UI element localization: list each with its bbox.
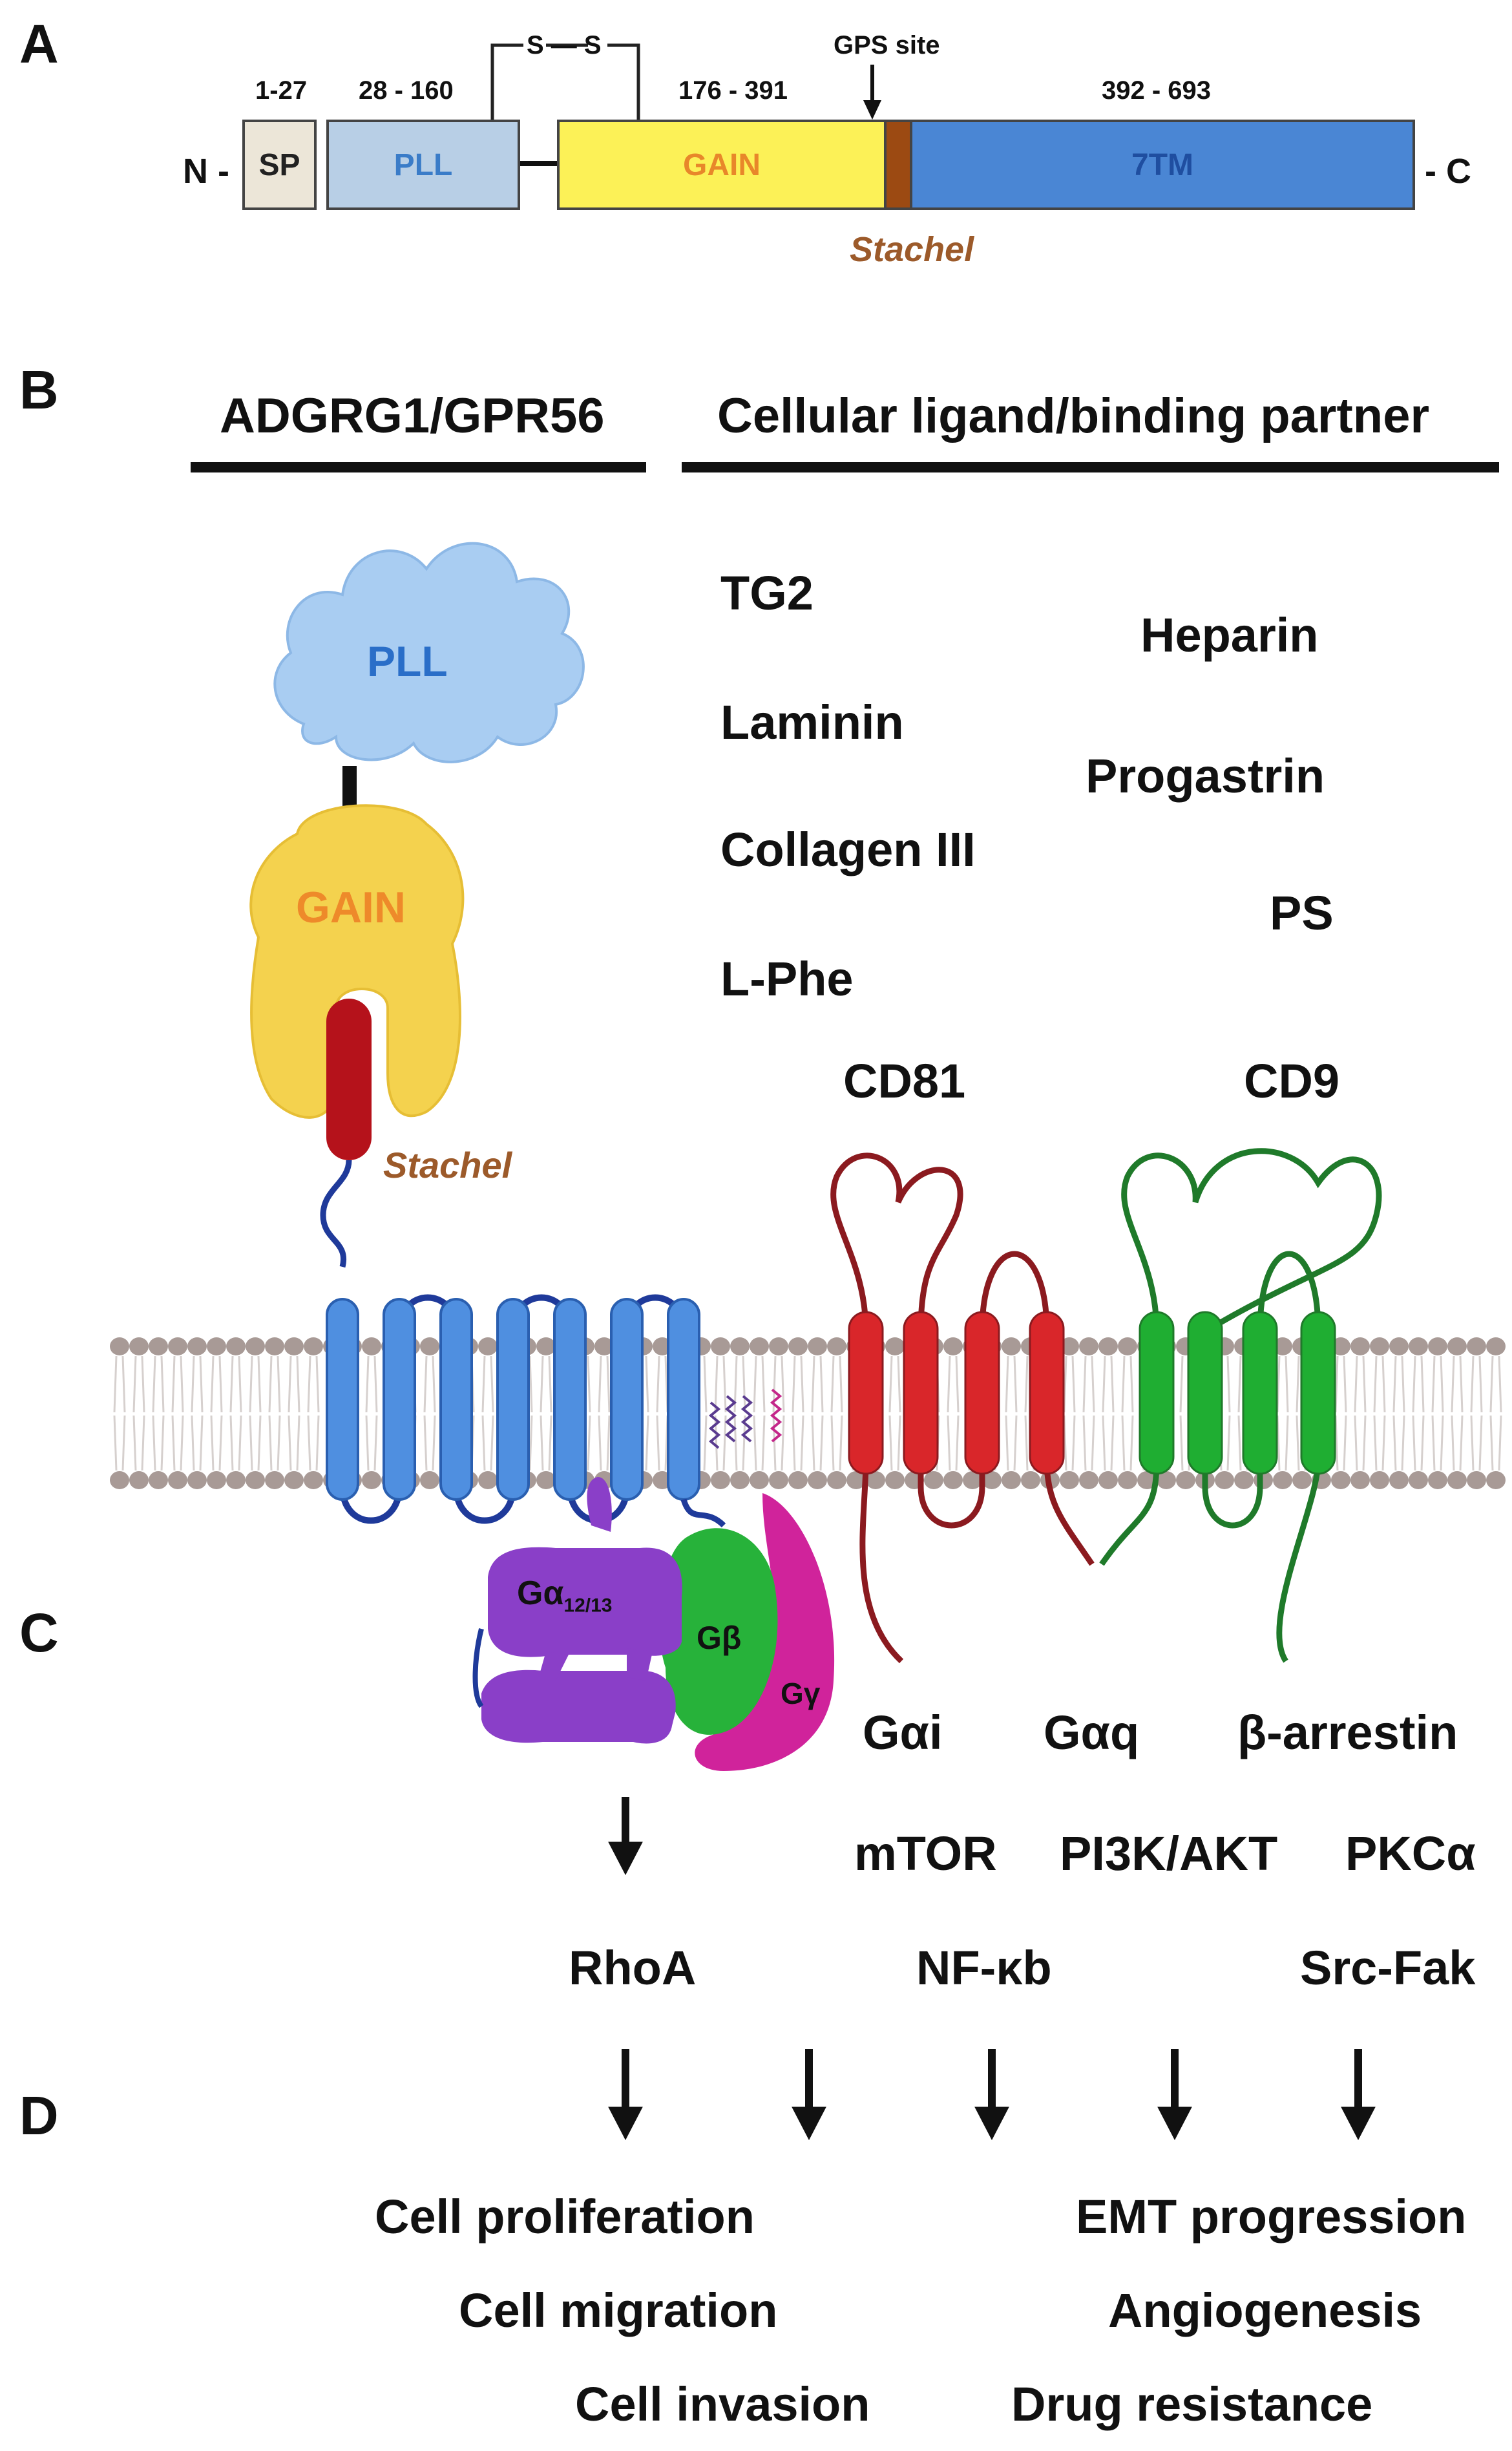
outcome-angiogenesis: Angiogenesis xyxy=(1108,2284,1422,2337)
tetraspanin-helix-1 xyxy=(1139,1311,1175,1475)
outcome-drug-resistance: Drug resistance xyxy=(1011,2377,1373,2431)
ligand-laminin: Laminin xyxy=(720,695,904,749)
ligand-collagen-iii: Collagen III xyxy=(720,823,976,876)
downstream-nf-kb: NF-κb xyxy=(916,1941,1052,1995)
pathway-pi3k-akt: PI3K/AKT xyxy=(1060,1827,1278,1880)
n-terminus-label: N - xyxy=(183,152,229,191)
segment-sp: SP xyxy=(242,120,317,210)
segment-stachel xyxy=(884,120,912,210)
arrow-galpha-rhoa-head xyxy=(608,1841,643,1876)
g-alpha-subunit xyxy=(472,1477,682,1744)
gain-label: GAIN xyxy=(296,883,406,932)
panel-label-a: A xyxy=(19,14,59,74)
gpr56-c-tail xyxy=(680,1498,726,1528)
outcome-emt-progression: EMT progression xyxy=(1076,2190,1467,2244)
gpr56-helix-6 xyxy=(610,1298,644,1501)
pathway-mtor: mTOR xyxy=(854,1827,997,1880)
ligand-tg2: TG2 xyxy=(720,566,814,620)
tetraspanin-helix-4 xyxy=(1300,1311,1336,1475)
cd9-tetraspanin xyxy=(1099,1148,1382,1663)
header-ligands: Cellular ligand/binding partner xyxy=(717,388,1430,443)
tetraspanin-helix-2 xyxy=(903,1311,939,1475)
gps-arrow-icon xyxy=(863,65,881,120)
cd81-tetraspanin xyxy=(830,1152,1095,1664)
linker-line xyxy=(520,161,559,166)
tetraspanin-helix-1 xyxy=(848,1311,884,1475)
panel-label-c: C xyxy=(19,1602,59,1663)
gpr56-helix-7 xyxy=(667,1298,700,1501)
gpr56-helix-5 xyxy=(553,1298,587,1501)
arrow-outcome-1-head xyxy=(608,2106,643,2141)
stachel-label: Stachel xyxy=(383,1145,512,1185)
range-label-pll: 28 - 160 xyxy=(359,76,454,105)
disulfide-bond xyxy=(490,43,640,120)
tetraspanin-loops xyxy=(830,1152,1095,1664)
stachel-helix xyxy=(326,999,372,1160)
arrow-outcome-5-head xyxy=(1341,2106,1376,2141)
ligand-heparin: Heparin xyxy=(1140,608,1319,662)
tetraspanin-helix-3 xyxy=(1242,1311,1278,1475)
tetraspanin-helix-3 xyxy=(964,1311,1000,1475)
outcome-cell-migration: Cell migration xyxy=(459,2284,778,2337)
tetraspanin-loops xyxy=(1099,1148,1382,1663)
g-alpha-label: Gα12/13 xyxy=(517,1574,613,1617)
tetraspanin-helix-4 xyxy=(1029,1311,1065,1475)
effector-gaq: Gαq xyxy=(1044,1706,1140,1759)
arrow-outcome-4-head xyxy=(1157,2106,1192,2141)
ligand-ps: PS xyxy=(1270,886,1334,940)
range-label-7tm: 392 - 693 xyxy=(1102,76,1212,105)
gpr56-helix-4 xyxy=(496,1298,530,1501)
panel-label-b: B xyxy=(19,359,59,420)
segment-pll: PLL xyxy=(326,120,520,210)
header-rule-right xyxy=(682,462,1499,472)
effector-beta-arrestin: β-arrestin xyxy=(1237,1706,1458,1759)
gain-domain xyxy=(249,804,465,1119)
segment-7tm: 7TM xyxy=(910,120,1415,210)
outcome-cell-proliferation: Cell proliferation xyxy=(375,2190,755,2244)
pathway-pkca: PKCα xyxy=(1345,1827,1476,1880)
stachel-map-label: Stachel xyxy=(850,230,974,269)
downstream-rhoa: RhoA xyxy=(569,1941,697,1995)
downstream-src-fak: Src-Fak xyxy=(1300,1941,1476,1995)
g-gamma-subunit xyxy=(695,1493,835,1771)
gpr56-helix-2 xyxy=(383,1298,416,1501)
gpr56-helix-3 xyxy=(439,1298,473,1501)
pll-label: PLL xyxy=(367,637,448,685)
g-gamma-label: Gγ xyxy=(781,1677,821,1710)
g-beta-subunit xyxy=(659,1528,778,1735)
arrow-outcome-3-head xyxy=(974,2106,1009,2141)
effector-gai: Gαi xyxy=(863,1706,943,1759)
cd9-label: CD9 xyxy=(1244,1054,1340,1108)
outcome-cell-invasion: Cell invasion xyxy=(575,2377,870,2431)
g-beta-label: Gβ xyxy=(697,1620,742,1656)
range-label-gain: 176 - 391 xyxy=(678,76,788,105)
gps-site-label: GPS site xyxy=(834,31,940,59)
cd81-label: CD81 xyxy=(843,1054,966,1108)
tetraspanin-helix-2 xyxy=(1187,1311,1223,1475)
pll-domain xyxy=(273,542,585,763)
pll-gain-linker xyxy=(342,766,357,814)
header-adgrg1: ADGRG1/GPR56 xyxy=(220,388,605,443)
arrow-outcome-2-head xyxy=(792,2106,826,2141)
lipid-bilayer xyxy=(110,1337,1506,1489)
panel-label-d: D xyxy=(19,2085,59,2146)
gpr56-7tm xyxy=(326,1294,726,1528)
lipid-anchors xyxy=(708,1388,782,1449)
header-rule-left xyxy=(191,462,646,472)
arrow-icons xyxy=(608,1797,1376,2141)
g-alpha-subscript: 12/13 xyxy=(563,1595,613,1617)
c-terminus-label: - C xyxy=(1425,152,1471,191)
range-label-sp: 1-27 xyxy=(255,76,308,105)
ligand-progastrin: Progastrin xyxy=(1086,749,1325,803)
disulfide-label: S — S xyxy=(527,31,602,59)
g-alpha-text: Gα xyxy=(517,1575,564,1612)
gpr56-helix-1 xyxy=(326,1298,359,1501)
ligand-l-phe: L-Phe xyxy=(720,952,854,1006)
